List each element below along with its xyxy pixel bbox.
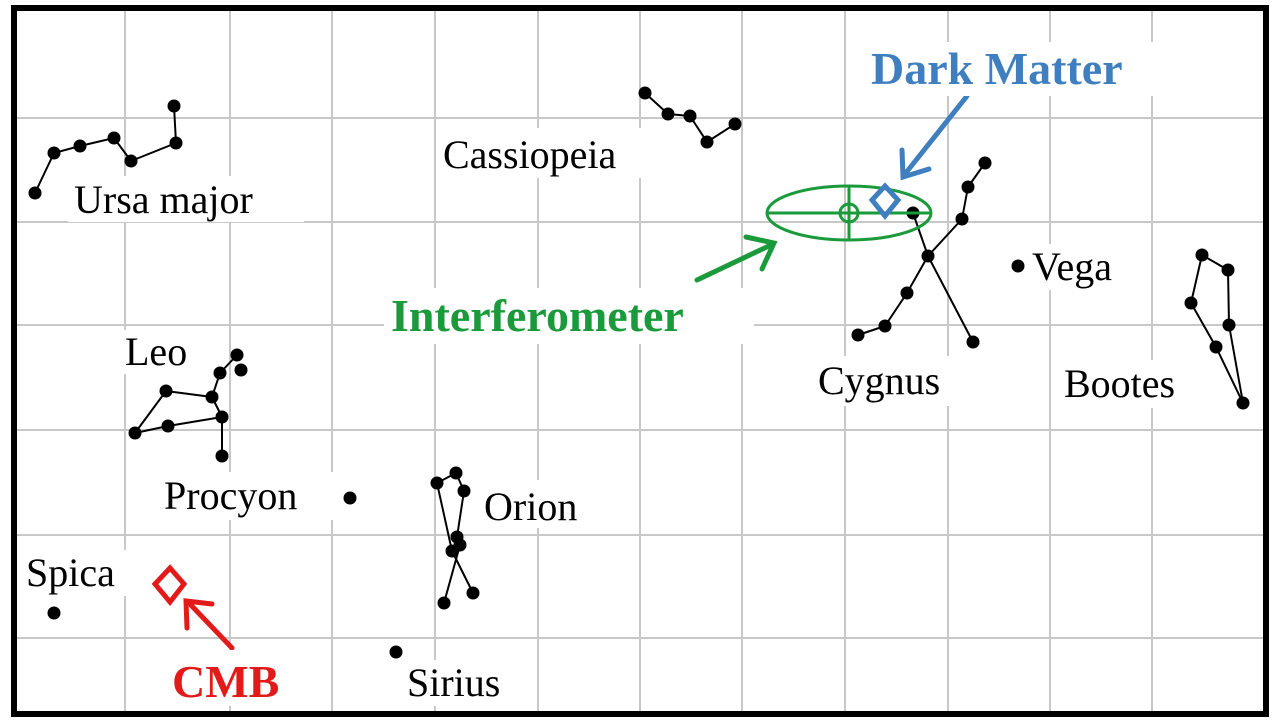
star-dot <box>215 410 229 424</box>
star-dot <box>47 146 61 160</box>
label-spica: Spica <box>26 550 115 595</box>
map-frame <box>11 5 1269 717</box>
dark-matter-arrow <box>899 93 970 181</box>
constellation-line <box>130 142 177 162</box>
figure-orion <box>430 466 480 610</box>
star-dot <box>107 131 121 145</box>
star-dot <box>661 107 675 121</box>
constellation-line <box>167 416 223 427</box>
star-dot <box>169 136 183 150</box>
constellation-line <box>165 390 213 398</box>
star-dot <box>683 109 697 123</box>
constellation-line <box>436 482 453 552</box>
figure-sirius <box>389 645 403 659</box>
star-dot <box>389 645 403 659</box>
star-dot <box>1184 296 1198 310</box>
star-dot <box>1236 396 1250 410</box>
constellation-line <box>1215 346 1244 404</box>
star-dot <box>921 249 935 263</box>
star-dot <box>213 366 227 380</box>
figure-spica <box>47 606 61 620</box>
beam-center-circle <box>838 202 860 224</box>
cmb-arrow <box>183 598 235 651</box>
callout-dark-matter: Dark Matter <box>871 43 1123 94</box>
star-dot <box>47 606 61 620</box>
label-cygnus: Cygnus <box>818 358 940 403</box>
star-dot <box>961 180 975 194</box>
label-leo: Leo <box>125 329 187 374</box>
callout-interferometer: Interferometer <box>391 290 684 341</box>
figure-ursa-major <box>28 99 183 200</box>
constellation-line <box>451 550 474 594</box>
star-dot <box>234 363 248 377</box>
cmb-marker <box>151 564 188 606</box>
constellation-line <box>34 152 55 194</box>
constellation-line <box>1228 324 1244 404</box>
star-dot <box>457 484 471 498</box>
star-dot <box>449 466 463 480</box>
constellation-line <box>912 212 929 257</box>
star-dot <box>159 384 173 398</box>
figure-procyon <box>343 491 357 505</box>
label-procyon: Procyon <box>164 473 297 518</box>
star-dot <box>700 135 714 149</box>
label-orion: Orion <box>484 484 577 529</box>
star-dot <box>453 538 467 552</box>
star-dot <box>430 476 444 490</box>
label-bootes: Bootes <box>1064 361 1175 406</box>
label-vega: Vega <box>1032 244 1112 289</box>
star-dot <box>728 117 742 131</box>
star-dot <box>851 328 865 342</box>
constellation-line <box>456 490 465 538</box>
star-dot <box>437 596 451 610</box>
star-dot <box>978 156 992 170</box>
interferometer-beam <box>765 184 933 242</box>
figure-cassiopeia <box>638 86 742 149</box>
star-dot <box>28 186 42 200</box>
star-dot <box>128 426 142 440</box>
constellation-line <box>927 218 963 257</box>
star-dot <box>900 286 914 300</box>
label-cassiopeia: Cassiopeia <box>443 132 617 177</box>
star-dot <box>466 586 480 600</box>
figure-leo <box>128 348 248 463</box>
star-dot <box>966 335 980 349</box>
star-dot <box>124 154 138 168</box>
star-dot <box>215 449 229 463</box>
constellation-line <box>1190 302 1217 348</box>
star-dot <box>205 390 219 404</box>
constellation-line <box>134 390 167 434</box>
star-dot <box>230 348 244 362</box>
star-dot <box>161 419 175 433</box>
star-dot <box>638 86 652 100</box>
star-dot <box>1222 318 1236 332</box>
star-dot <box>167 99 181 113</box>
constellation-line <box>1190 254 1203 304</box>
constellation-line <box>927 255 974 343</box>
star-dot <box>878 319 892 333</box>
dark-matter-marker <box>868 182 902 220</box>
star-dot <box>1011 259 1025 273</box>
figure-cygnus <box>851 156 992 349</box>
figure-vega <box>1011 259 1025 273</box>
interferometer-arrow <box>694 234 778 283</box>
label-sirius: Sirius <box>407 660 500 705</box>
constellation-line <box>884 292 908 327</box>
star-dot <box>343 491 357 505</box>
star-dot <box>1195 248 1209 262</box>
figure-bootes <box>1184 248 1250 410</box>
constellation-line <box>906 255 929 294</box>
star-dot <box>73 139 87 153</box>
constellation-line <box>1227 269 1230 326</box>
callout-cmb: CMB <box>172 656 279 707</box>
label-ursa-major: Ursa major <box>74 177 253 222</box>
constellation-figures <box>28 86 1250 659</box>
star-dot <box>1221 263 1235 277</box>
star-dot <box>1209 340 1223 354</box>
star-dot <box>955 212 969 226</box>
